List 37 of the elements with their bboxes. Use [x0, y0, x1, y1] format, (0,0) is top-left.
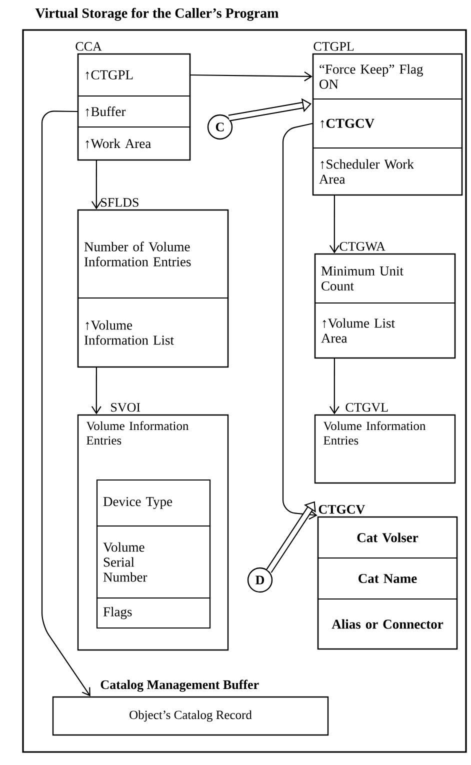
field-cell: Cat Name — [317, 557, 458, 600]
field-cell: ↑CTGCV — [312, 98, 463, 149]
field-cell: ↑Work Area — [77, 126, 191, 161]
field-cell: ↑CTGPL — [77, 53, 191, 97]
block-text: Volume Information Entries — [323, 421, 426, 445]
block-label: Catalog Management Buffer — [100, 680, 259, 692]
block-label: SVOI — [111, 403, 140, 412]
arrow — [91, 160, 102, 210]
field-cell: ↑Buffer — [77, 95, 191, 128]
arrow — [329, 196, 340, 254]
field-cell: “Force Keep” Flag ON — [312, 53, 463, 100]
frame-label: Virtual Storage for the Caller’s Program — [35, 8, 278, 21]
field-cell: Minimum Unit Count — [314, 253, 456, 304]
field-cell: Number of Volume Information Entries — [77, 209, 229, 299]
field-cell: Volume Serial Number — [96, 525, 211, 599]
pointer-arrow — [266, 501, 316, 573]
record-text: Object’s Catalog Record — [130, 710, 252, 722]
block-label: CTGWA — [340, 242, 386, 251]
field-cell: Cat Volser — [317, 516, 458, 559]
field-cell: Alias or Connector — [317, 598, 458, 650]
block-label: SFLDS — [101, 198, 138, 207]
arrow — [41, 110, 90, 696]
arrow — [329, 358, 340, 414]
field-cell: ↑Volume List Area — [314, 302, 456, 359]
field-cell: Device Type — [96, 479, 211, 527]
arrow — [282, 122, 318, 520]
arrow — [91, 368, 102, 414]
arrow — [190, 71, 312, 82]
block-label: CTGCV — [318, 505, 365, 514]
field-cell: ↑Volume Information List — [77, 297, 229, 368]
block-label: CCA — [76, 42, 102, 51]
block-text: Volume Information Entries — [86, 421, 189, 445]
pointer-arrow — [228, 98, 312, 122]
field-cell: Flags — [96, 597, 211, 629]
block-label: CTGVL — [346, 403, 388, 412]
block-label: CTGPL — [314, 42, 354, 51]
field-cell: ↑Scheduler Work Area — [312, 147, 463, 196]
